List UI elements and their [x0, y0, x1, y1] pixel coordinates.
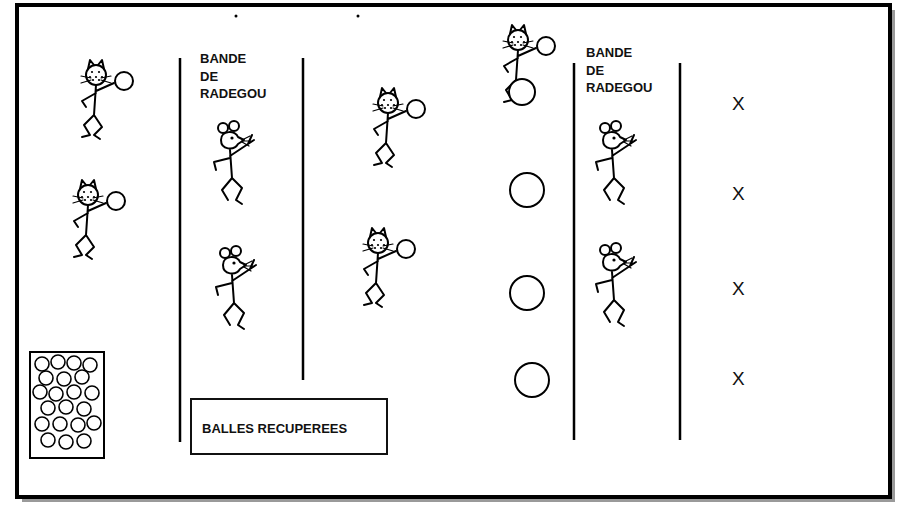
- box-text: BALLES RECUPEREES: [202, 421, 347, 436]
- ball: [510, 173, 544, 207]
- small-ball: [75, 370, 89, 384]
- small-ball: [87, 416, 101, 430]
- dot: [235, 15, 238, 18]
- small-ball: [67, 385, 81, 399]
- band-line: [302, 58, 305, 380]
- mouse-figure: [216, 246, 256, 329]
- cat-figure: [363, 228, 415, 307]
- small-ball: [77, 434, 91, 448]
- cross-mark: X: [732, 93, 745, 116]
- band-line: [573, 63, 576, 440]
- small-ball: [77, 402, 91, 416]
- small-ball: [85, 386, 99, 400]
- small-ball: [35, 357, 49, 371]
- mouse-figure: [214, 121, 254, 204]
- mouse-figure: [596, 243, 636, 326]
- cat-figure: [373, 88, 425, 167]
- mouse-figure: [596, 121, 636, 204]
- cat-figure: [503, 25, 555, 104]
- small-ball: [35, 417, 49, 431]
- small-ball: [53, 417, 67, 431]
- frame: [17, 5, 890, 497]
- small-ball: [59, 400, 73, 414]
- cross-mark: X: [732, 183, 745, 206]
- ball: [510, 276, 544, 310]
- small-ball: [51, 355, 65, 369]
- small-ball: [57, 372, 71, 386]
- ball: [515, 363, 549, 397]
- dot: [357, 15, 360, 18]
- small-ball: [49, 387, 63, 401]
- ball-box: [30, 352, 104, 458]
- cross-mark: X: [732, 368, 745, 391]
- small-ball: [59, 435, 73, 449]
- cat-figure: [73, 180, 125, 259]
- small-ball: [33, 385, 47, 399]
- band-label: BANDE DE RADEGOU: [586, 44, 587, 97]
- band-line: [679, 63, 682, 440]
- ball: [509, 79, 535, 105]
- small-ball: [67, 356, 81, 370]
- small-ball: [41, 433, 55, 447]
- small-ball: [39, 371, 53, 385]
- small-ball: [71, 418, 85, 432]
- recovered-balls-box: BALLES RECUPEREES: [190, 398, 388, 455]
- small-ball: [41, 401, 55, 415]
- band-label: BANDE DE RADEGOU: [200, 50, 201, 103]
- cross-mark: X: [732, 278, 745, 301]
- band-line: [179, 58, 182, 442]
- cat-figure: [81, 60, 133, 139]
